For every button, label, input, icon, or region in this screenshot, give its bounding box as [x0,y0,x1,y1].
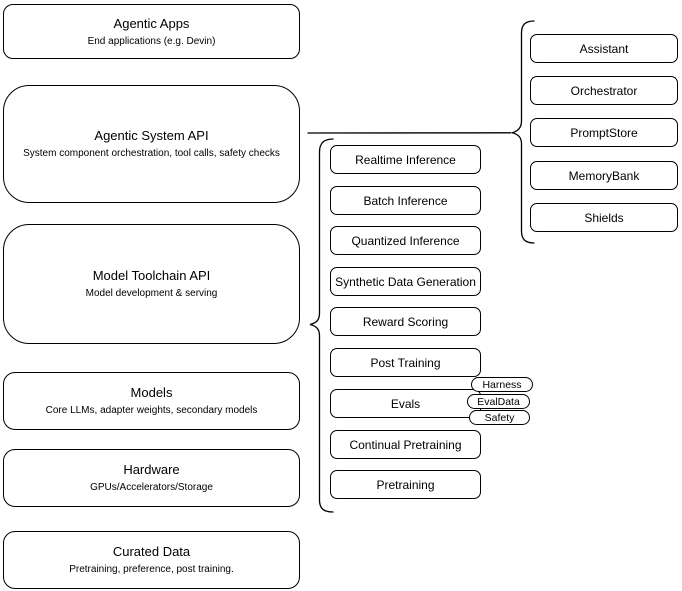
eval-tag-safety: Safety [469,410,530,425]
node-label: Realtime Inference [355,152,456,167]
node-assistant: Assistant [530,34,678,63]
node-subtitle: Model development & serving [85,288,218,299]
node-subtitle: System component orchestration, tool cal… [23,148,280,159]
node-promptstore: PromptStore [530,118,678,147]
node-models: Models Core LLMs, adapter weights, secon… [3,372,300,430]
node-title: Model Toolchain API [92,268,211,283]
node-label: MemoryBank [568,168,640,183]
node-realtime-inference: Realtime Inference [330,145,481,174]
node-title: Models [130,385,173,400]
node-label: Quantized Inference [351,233,460,248]
node-shields: Shields [530,203,678,232]
node-label: PromptStore [570,125,638,140]
node-label: Post Training [370,355,441,370]
node-evals: Evals [330,389,481,418]
node-label: Batch Inference [363,193,448,208]
node-quantized-inference: Quantized Inference [330,226,481,255]
node-subtitle: End applications (e.g. Devin) [87,35,216,47]
node-label: Shields [584,210,624,225]
node-label: Reward Scoring [362,314,449,329]
node-orchestrator: Orchestrator [530,76,678,105]
node-agentic-system-api: Agentic System API System component orch… [3,85,300,203]
node-model-toolchain-api: Model Toolchain API Model development & … [3,224,300,344]
node-batch-inference: Batch Inference [330,186,481,215]
node-label: Orchestrator [570,83,638,98]
node-title: Curated Data [112,544,191,559]
node-continual-pretraining: Continual Pretraining [330,430,481,459]
node-label: Assistant [579,41,629,56]
node-curated-data: Curated Data Pretraining, preference, po… [3,531,300,589]
node-label: Pretraining [376,477,435,492]
node-reward-scoring: Reward Scoring [330,307,481,336]
node-label: Continual Pretraining [349,437,462,452]
node-synthetic-data-generation: Synthetic Data Generation [330,267,481,296]
node-agentic-apps: Agentic Apps End applications (e.g. Devi… [3,4,300,59]
node-title: Agentic System API [94,128,209,143]
node-subtitle: Pretraining, preference, post training. [69,564,234,575]
node-post-training: Post Training [330,348,481,377]
eval-tag-harness: Harness [471,377,533,392]
node-subtitle: GPUs/Accelerators/Storage [90,482,213,493]
node-label: Synthetic Data Generation [335,274,476,289]
node-title: Agentic Apps [113,15,190,31]
node-subtitle: Core LLMs, adapter weights, secondary mo… [45,405,258,416]
node-title: Hardware [123,462,180,477]
node-label: Evals [390,396,421,411]
eval-tag-evaldata: EvalData [467,394,530,409]
node-memorybank: MemoryBank [530,161,678,190]
node-pretraining: Pretraining [330,470,481,499]
node-hardware: Hardware GPUs/Accelerators/Storage [3,449,300,507]
